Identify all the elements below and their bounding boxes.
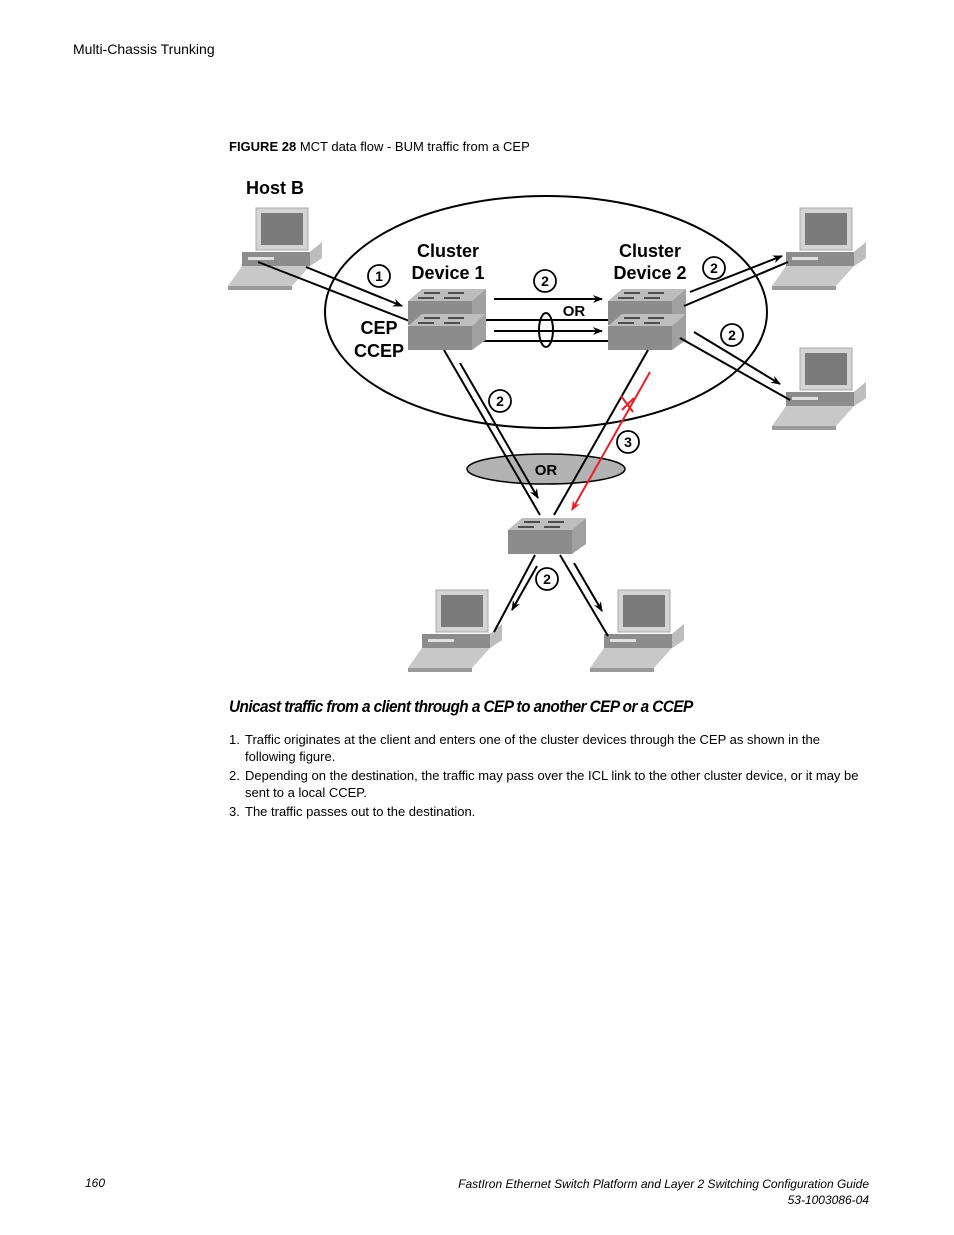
cluster-device-1-label-line1: Cluster xyxy=(417,241,479,261)
svg-text:2: 2 xyxy=(728,327,736,343)
figure-caption: FIGURE 28 MCT data flow - BUM traffic fr… xyxy=(229,139,530,154)
host-b-computer-icon xyxy=(227,207,323,291)
cluster-device-1-label-line2: Device 1 xyxy=(411,263,484,283)
cep-label: CEP xyxy=(360,318,397,338)
destination-host-bottom-right-icon xyxy=(771,347,867,431)
svg-text:2: 2 xyxy=(543,571,551,587)
destination-host-top-right-icon xyxy=(771,207,867,291)
doc-number: 53-1003086-04 xyxy=(787,1193,869,1207)
cluster-device-2-ccep-switch-icon xyxy=(607,313,687,351)
downstream-switch-icon xyxy=(507,517,587,555)
step-marker-2-right-bottom: 2 xyxy=(720,323,744,347)
destination-host-bottom-left-icon xyxy=(407,589,503,673)
cluster-device-1-ccep-switch-icon xyxy=(407,313,487,351)
step-marker-2-icl: 2 xyxy=(533,269,557,293)
svg-text:2: 2 xyxy=(496,393,504,409)
running-header: Multi-Chassis Trunking xyxy=(73,41,215,57)
blocked-path-arrow xyxy=(571,371,651,511)
cluster-boundary xyxy=(324,195,768,429)
svg-text:1: 1 xyxy=(375,268,383,284)
svg-text:3: 3 xyxy=(624,434,632,450)
list-item: 2.Depending on the destination, the traf… xyxy=(229,768,859,800)
mct-data-flow-diagram: Host B OR Cluster Device 1 Cluster D xyxy=(227,178,867,673)
svg-text:2: 2 xyxy=(541,273,549,289)
list-item: 3.The traffic passes out to the destinat… xyxy=(229,804,476,819)
host-b-label: Host B xyxy=(246,178,304,198)
book-title: FastIron Ethernet Switch Platform and La… xyxy=(458,1177,869,1191)
cluster-device-2-label-line2: Device 2 xyxy=(613,263,686,283)
blocked-x-icon xyxy=(620,395,635,413)
page-number: 160 xyxy=(85,1176,106,1190)
step-marker-2-right-top: 2 xyxy=(702,256,726,280)
steps-list: 1.Traffic originates at the client and e… xyxy=(229,732,869,824)
step-marker-3: 3 xyxy=(616,430,640,454)
section-heading: Unicast traffic from a client through a … xyxy=(229,698,693,716)
step-marker-2-down: 2 xyxy=(488,389,512,413)
step-marker-1: 1 xyxy=(367,264,391,288)
icl-or-label: OR xyxy=(563,303,586,320)
step-marker-2-bottom: 2 xyxy=(535,567,559,591)
list-item: 1.Traffic originates at the client and e… xyxy=(229,732,820,764)
cluster-device-2-label-line1: Cluster xyxy=(619,241,681,261)
svg-text:2: 2 xyxy=(710,260,718,276)
lag-or-label: OR xyxy=(535,462,558,479)
figure-label: FIGURE 28 xyxy=(229,139,297,154)
figure-caption-text: MCT data flow - BUM traffic from a CEP xyxy=(299,139,530,154)
footer-info: FastIron Ethernet Switch Platform and La… xyxy=(458,1176,869,1208)
ccep-label: CCEP xyxy=(354,341,404,361)
